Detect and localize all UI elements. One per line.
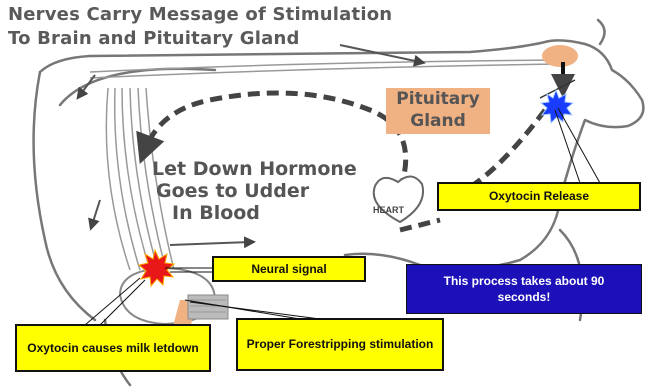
hormone-text: Let Down Hormone Goes to Udder In Blood bbox=[152, 158, 357, 224]
heart-label: HEART bbox=[373, 205, 404, 215]
hormone-text-line-3: In Blood bbox=[152, 202, 357, 224]
hormone-text-line-1: Let Down Hormone bbox=[152, 158, 357, 180]
pituitary-label: Pituitary Gland bbox=[388, 88, 488, 132]
hormone-text-line-2: Goes to Udder bbox=[152, 180, 357, 202]
title-line-2: To Brain and Pituitary Gland bbox=[8, 28, 300, 49]
info-box-duration: This process takes about 90 seconds! bbox=[406, 264, 642, 314]
callout-neural-signal: Neural signal bbox=[212, 256, 366, 282]
pituitary-label-line-2: Gland bbox=[388, 110, 488, 132]
callout-forestripping: Proper Forestripping stimulation bbox=[236, 318, 444, 371]
heart-icon bbox=[374, 176, 423, 222]
callout-oxytocin-release: Oxytocin Release bbox=[437, 182, 641, 211]
callout-milk-letdown: Oxytocin causes milk letdown bbox=[15, 324, 211, 372]
pituitary-label-line-1: Pituitary bbox=[388, 88, 488, 110]
title-line-1: Nerves Carry Message of Stimulation bbox=[8, 4, 392, 25]
pituitary-blob bbox=[542, 45, 578, 67]
